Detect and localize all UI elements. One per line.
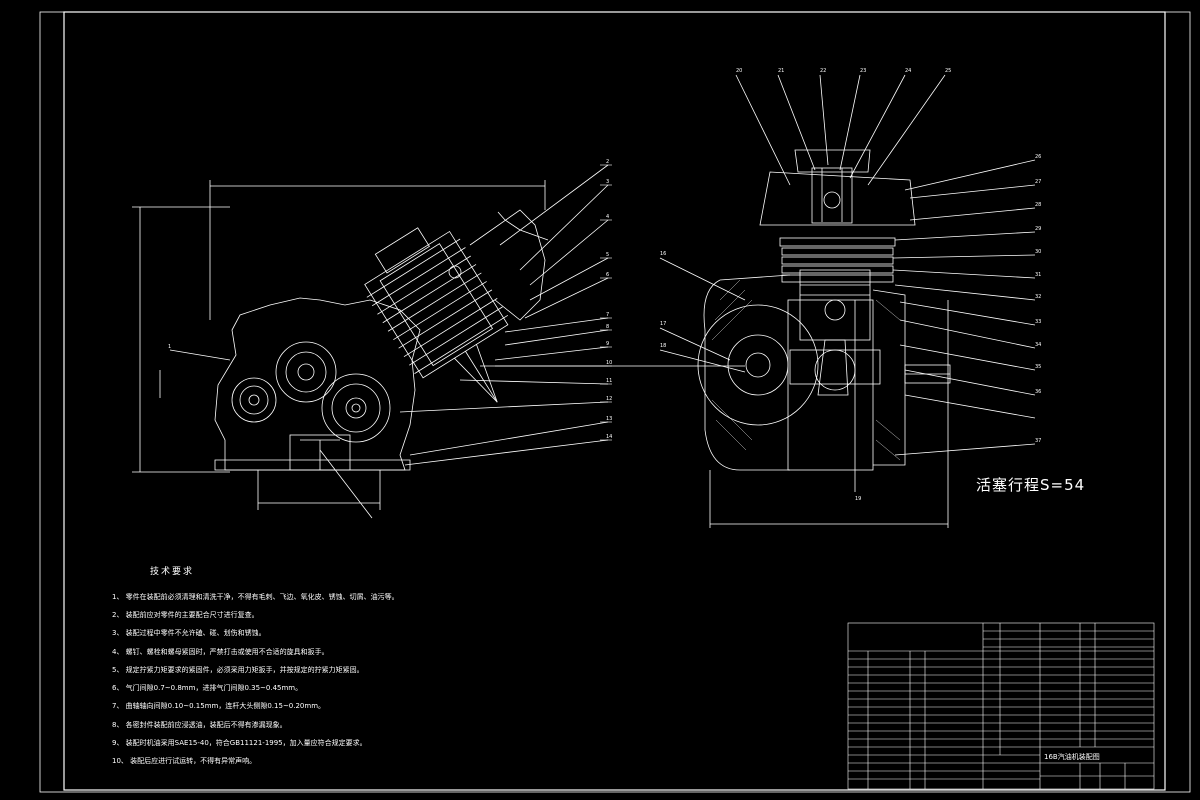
tech-note-line: 6、 气门间隙0.7~0.8mm，进排气门间隙0.35~0.45mm。: [112, 684, 303, 692]
callout-number: 32: [1035, 294, 1041, 300]
callout-number: 22: [820, 68, 826, 74]
section-hatching: [711, 279, 901, 461]
tech-note-line: 10、 装配后应进行试运转，不得有异常声响。: [112, 757, 257, 765]
callout-number: 27: [1035, 179, 1041, 185]
tech-note-line: 9、 装配时机油采用SAE15-40，符合GB11121-1995，加入量应符合…: [112, 739, 367, 747]
callout-number: 10: [606, 360, 612, 366]
left-engine-view: [132, 164, 609, 519]
callout-number: 29: [1035, 226, 1041, 232]
callout-number: 21: [778, 68, 784, 74]
callout-number: 11: [606, 378, 612, 384]
callout-number: 31: [1035, 272, 1041, 278]
tech-note-line: 4、 螺钉、螺栓和螺母紧固时，严禁打击或使用不合适的旋具和扳手。: [112, 648, 329, 656]
callout-number: 34: [1035, 342, 1041, 348]
piston-stroke-note: 活塞行程S=54: [976, 476, 1086, 494]
tech-note-line: 3、 装配过程中零件不允许磕、碰、划伤和锈蚀。: [112, 629, 266, 637]
callout-number: 33: [1035, 319, 1041, 325]
callout-number: 6: [606, 272, 609, 278]
tech-note-line: 5、 规定拧紧力矩要求的紧固件，必须采用力矩扳手，并按规定的拧紧力矩紧固。: [112, 666, 364, 674]
callout-number: 37: [1035, 438, 1041, 444]
callout-number: 28: [1035, 202, 1041, 208]
technical-requirements-heading: 技术要求: [150, 567, 195, 577]
right-engine-view: [495, 74, 1036, 528]
callout-number: 36: [1035, 389, 1041, 395]
tech-note-line: 2、 装配前应对零件的主要配合尺寸进行复查。: [112, 611, 259, 619]
callout-number: 26: [1035, 154, 1041, 160]
callout-number: 19: [855, 496, 861, 502]
callout-number: 25: [945, 68, 951, 74]
callout-number: 2: [606, 159, 609, 165]
callout-number: 35: [1035, 364, 1041, 370]
callout-number: 7: [606, 312, 609, 318]
callout-number: 13: [606, 416, 612, 422]
callout-number: 30: [1035, 249, 1041, 255]
parts-list: [847, 622, 1155, 790]
callout-number: 17: [660, 321, 666, 327]
callout-number: 5: [606, 252, 609, 258]
callout-number: 9: [606, 341, 609, 347]
tech-note-line: 1、 零件在装配前必须清理和清洗干净，不得有毛刺、飞边、氧化皮、锈蚀、切屑、油污…: [112, 593, 399, 601]
tech-note-line: 7、 曲轴轴向间隙0.10~0.15mm，连杆大头侧隙0.15~0.20mm。: [112, 702, 326, 710]
sheet-inner-frame: [63, 11, 1166, 791]
callout-number: 23: [860, 68, 866, 74]
callout-number: 14: [606, 434, 612, 440]
tech-note-line: 8、 各密封件装配前应浸透油，装配后不得有渗漏现象。: [112, 721, 287, 729]
left-callout-markers: [600, 164, 612, 441]
drawing-title: 16B汽油机装配图: [1044, 753, 1100, 761]
callout-number: 4: [606, 214, 609, 220]
callout-number: 16: [660, 251, 666, 257]
callout-number: 20: [736, 68, 742, 74]
callout-number: 24: [905, 68, 911, 74]
callout-number: 12: [606, 396, 612, 402]
callout-number: 18: [660, 343, 666, 349]
callout-number: 8: [606, 324, 609, 330]
callout-number: 3: [606, 179, 609, 185]
callout-number: 1: [168, 344, 171, 350]
